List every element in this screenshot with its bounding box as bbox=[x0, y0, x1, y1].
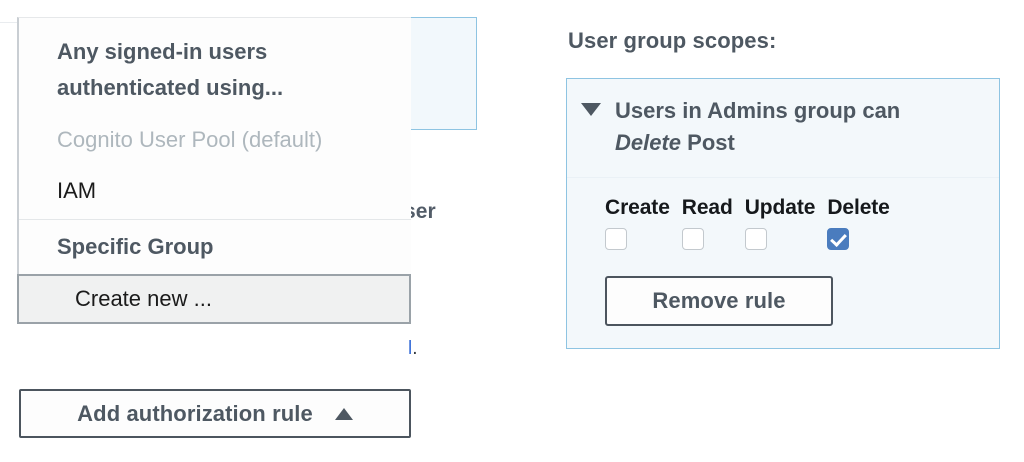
authorization-type-dropdown-menu[interactable]: Any signed-in users authenticated using.… bbox=[17, 17, 411, 324]
dropdown-section-heading: Any signed-in users authenticated using.… bbox=[57, 39, 284, 100]
permission-label-delete: Delete bbox=[827, 195, 890, 219]
permission-cell-update bbox=[744, 220, 816, 250]
dropdown-option-create-new[interactable]: Create new ... bbox=[17, 274, 411, 324]
user-group-scopes-title: User group scopes: bbox=[568, 28, 777, 53]
permission-cell-create bbox=[605, 220, 670, 250]
background-occluded-heading-fragment: ser bbox=[404, 200, 436, 223]
background-info-box bbox=[405, 17, 477, 130]
permission-checkbox-delete[interactable] bbox=[827, 227, 850, 250]
dropdown-option-iam[interactable]: IAM bbox=[57, 178, 97, 203]
permission-label-create: Create bbox=[605, 195, 670, 219]
permissions-grid: Create Read Update Delete bbox=[605, 196, 985, 250]
permission-cell-delete bbox=[827, 220, 889, 250]
permission-label-read: Read bbox=[681, 195, 733, 219]
permission-checkbox-create[interactable] bbox=[605, 227, 627, 250]
remove-rule-label: Remove rule bbox=[652, 287, 786, 313]
scope-rule-card-header[interactable]: Users in Admins group can Delete Post bbox=[567, 79, 999, 178]
scope-rule-operation: Delete bbox=[615, 129, 682, 155]
background-link-period: . bbox=[412, 338, 418, 359]
add-authorization-rule-label: Add authorization rule bbox=[77, 400, 313, 426]
add-authorization-rule-button[interactable]: Add authorization rule bbox=[19, 389, 411, 438]
dropdown-group-heading-specific-group: Specific Group bbox=[57, 234, 214, 259]
background-link-text: l bbox=[408, 338, 413, 359]
user-group-scopes-panel: User group scopes: Users in Admins group… bbox=[566, 28, 1000, 349]
scope-rule-title-prefix: Users in Admins group can bbox=[615, 98, 901, 123]
permission-checkbox-read[interactable] bbox=[681, 227, 704, 250]
remove-rule-button[interactable]: Remove rule bbox=[605, 275, 833, 326]
scope-rule-card: Users in Admins group can Delete Post Cr… bbox=[566, 78, 1000, 349]
background-occluded-link-fragment[interactable]: l. bbox=[408, 338, 418, 360]
permission-cell-read bbox=[681, 220, 733, 250]
scope-rule-model: Post bbox=[687, 129, 735, 155]
permission-label-update: Update bbox=[744, 195, 816, 219]
dropdown-option-cognito-user-pool: Cognito User Pool (default) bbox=[57, 127, 323, 153]
triangle-down-icon[interactable] bbox=[581, 103, 601, 116]
dropdown-separator bbox=[19, 219, 411, 220]
permission-checkbox-update[interactable] bbox=[744, 227, 767, 250]
scope-rule-title: Users in Admins group can Delete Post bbox=[615, 95, 945, 159]
triangle-up-icon bbox=[334, 407, 353, 420]
scope-rule-card-body: Create Read Update Delete Remove rul bbox=[567, 178, 999, 348]
